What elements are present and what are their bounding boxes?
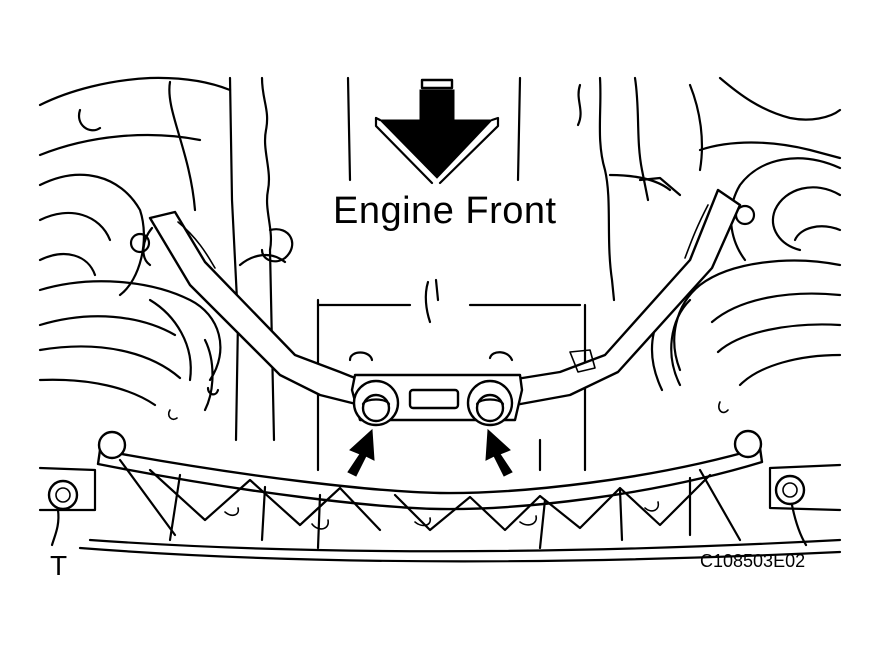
mount-bolt-left [352, 379, 400, 427]
corner-bolt-left [38, 466, 97, 547]
left-strut-assembly [38, 173, 294, 421]
lower-support-rail [78, 429, 842, 563]
arrow-up-right-icon [347, 428, 375, 477]
arrow-up-left-icon [485, 428, 513, 477]
right-strut-assembly [638, 157, 842, 414]
arrow-down-icon [374, 78, 500, 185]
engine-block-outline [38, 76, 842, 472]
direction-label: Engine Front [333, 190, 557, 232]
corner-mark: T [50, 550, 68, 581]
corner-bolt-right [768, 463, 842, 547]
figure-code: C108503E02 [700, 551, 806, 571]
mount-bolt-right [466, 379, 514, 427]
crossmember-frame [142, 188, 742, 407]
